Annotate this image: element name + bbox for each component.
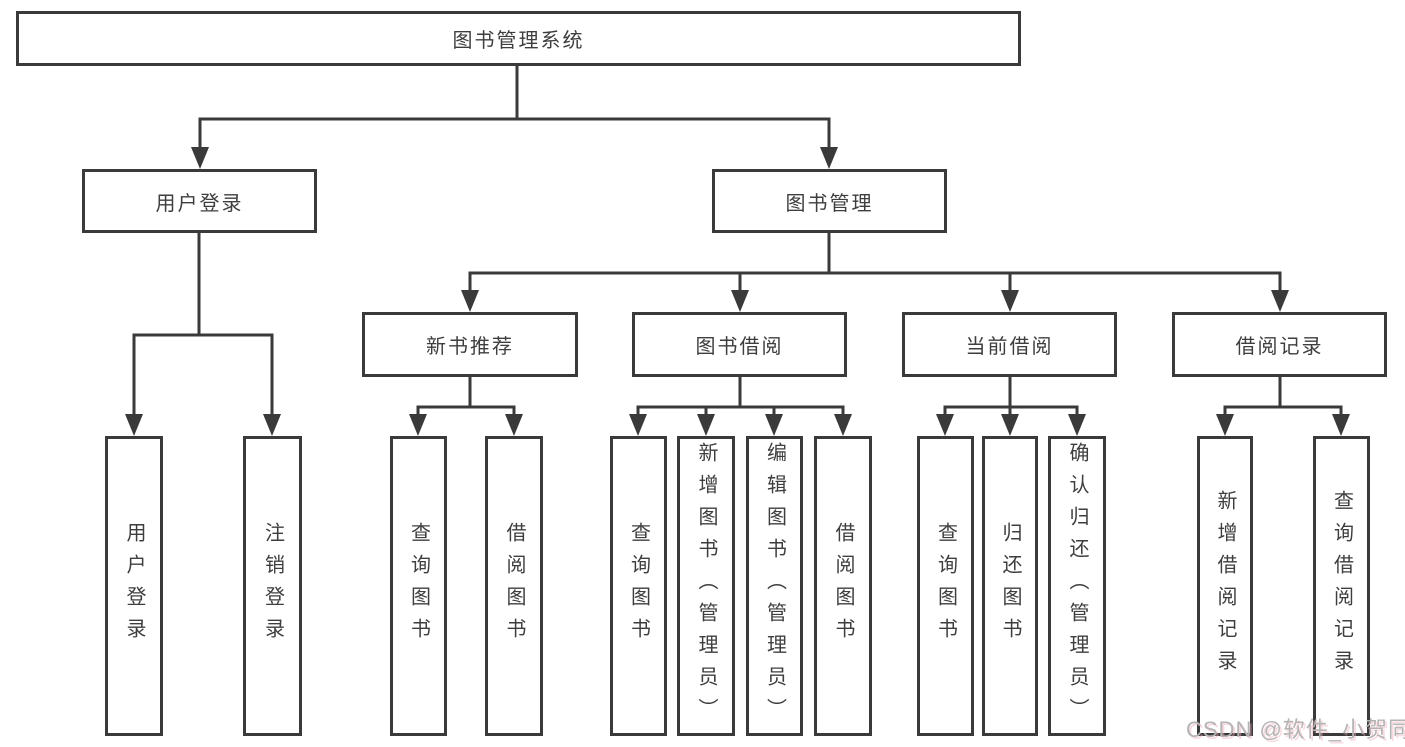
node-user-login-label: 用户登录 (155, 192, 244, 215)
leaf-query-book-borrow-label: 查询图书 (627, 522, 650, 650)
leaf-query-borrow-record-label: 查询借阅记录 (1330, 490, 1353, 682)
wire-book-mgmt (468, 231, 1282, 294)
leaf-logout-label: 注销登录 (261, 522, 284, 650)
node-book-borrow: 图书借阅 (632, 312, 847, 377)
wire-current (943, 375, 1079, 419)
leaf-borrow-book-newrec: 借阅图书 (485, 436, 543, 736)
node-current-borrow-label: 当前借阅 (965, 336, 1054, 358)
leaf-add-book-admin-label: 新增图书（管理员） (695, 442, 717, 730)
leaf-add-book-admin: 新增图书（管理员） (677, 436, 735, 736)
leaf-user-login-label: 用户登录 (123, 522, 145, 650)
leaf-query-borrow-record: 查询借阅记录 (1313, 436, 1370, 736)
leaf-return-book: 归还图书 (982, 436, 1038, 736)
node-book-management-label: 图书管理 (785, 192, 874, 215)
node-book-borrow-label: 图书借阅 (695, 336, 784, 358)
node-book-management: 图书管理 (712, 169, 947, 233)
leaf-query-book-newrec: 查询图书 (390, 436, 447, 736)
wire-user-login (132, 231, 274, 418)
node-current-borrow: 当前借阅 (902, 312, 1117, 377)
node-library-system: 图书管理系统 (16, 11, 1021, 66)
leaf-borrow-book-borrow-label: 借阅图书 (832, 522, 854, 650)
wire-records (1223, 375, 1343, 419)
node-new-book-recommend-label: 新书推荐 (426, 336, 514, 358)
node-new-book-recommend: 新书推荐 (362, 312, 578, 377)
leaf-borrow-book-newrec-label: 借阅图书 (503, 522, 525, 650)
csdn-watermark: CSDN @软件_小贺同学 (1186, 717, 1405, 742)
node-library-system-label: 图书管理系统 (452, 30, 585, 52)
leaf-edit-book-admin: 编辑图书（管理员） (746, 436, 803, 736)
node-borrow-records: 借阅记录 (1172, 312, 1387, 377)
leaf-borrow-book-borrow: 借阅图书 (814, 436, 872, 736)
leaf-user-login: 用户登录 (105, 436, 163, 736)
arrowheads (125, 147, 1350, 436)
leaf-add-borrow-record: 新增借阅记录 (1197, 436, 1253, 736)
leaf-confirm-return-admin-label: 确认归还（管理员） (1066, 442, 1088, 730)
leaf-logout: 注销登录 (243, 436, 302, 736)
wire-newrec (416, 375, 516, 419)
leaf-query-book-newrec-label: 查询图书 (407, 522, 430, 650)
node-user-login: 用户登录 (82, 169, 317, 233)
leaf-query-book-current-label: 查询图书 (934, 522, 957, 650)
leaf-query-book-current: 查询图书 (917, 436, 974, 736)
leaf-add-borrow-record-label: 新增借阅记录 (1214, 490, 1236, 682)
node-borrow-records-label: 借阅记录 (1235, 336, 1324, 358)
leaf-query-book-borrow: 查询图书 (610, 436, 667, 736)
leaf-confirm-return-admin: 确认归还（管理员） (1048, 436, 1106, 736)
leaf-return-book-label: 归还图书 (999, 522, 1021, 650)
wire-root (198, 64, 831, 150)
leaf-edit-book-admin-label: 编辑图书（管理员） (763, 442, 786, 730)
wire-borrow (636, 375, 845, 419)
